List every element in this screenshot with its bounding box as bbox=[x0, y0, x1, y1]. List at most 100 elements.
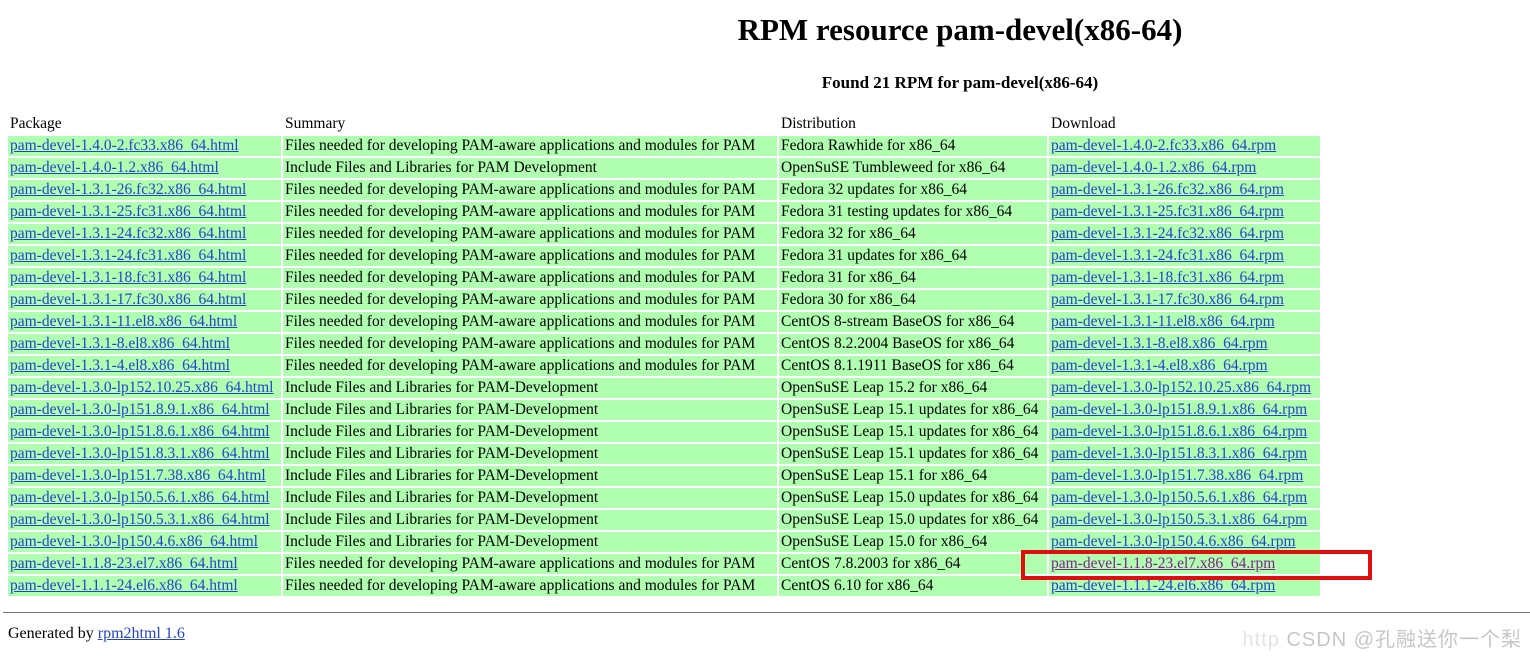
package-cell: pam-devel-1.3.0-lp151.8.9.1.x86_64.html bbox=[8, 400, 281, 420]
rpm-resource-page: RPM resource pam-devel(x86-64) Found 21 … bbox=[0, 12, 1530, 657]
package-link[interactable]: pam-devel-1.3.1-18.fc31.x86_64.html bbox=[10, 269, 247, 286]
package-link[interactable]: pam-devel-1.1.1-24.el6.x86_64.html bbox=[10, 577, 238, 594]
summary-cell: Include Files and Libraries for PAM-Deve… bbox=[283, 532, 777, 552]
distribution-cell: OpenSuSE Leap 15.0 for x86_64 bbox=[779, 532, 1047, 552]
download-link[interactable]: pam-devel-1.3.1-17.fc30.x86_64.rpm bbox=[1051, 291, 1284, 308]
package-cell: pam-devel-1.3.1-18.fc31.x86_64.html bbox=[8, 268, 281, 288]
footer: Generated by rpm2html 1.6 bbox=[8, 625, 1530, 643]
download-cell: pam-devel-1.3.1-24.fc32.x86_64.rpm bbox=[1049, 224, 1320, 244]
download-link[interactable]: pam-devel-1.1.8-23.el7.x86_64.rpm bbox=[1051, 555, 1276, 572]
package-link[interactable]: pam-devel-1.3.1-11.el8.x86_64.html bbox=[10, 313, 238, 330]
download-link[interactable]: pam-devel-1.3.1-18.fc31.x86_64.rpm bbox=[1051, 269, 1284, 286]
package-link[interactable]: pam-devel-1.3.1-24.fc31.x86_64.html bbox=[10, 247, 247, 264]
package-link[interactable]: pam-devel-1.3.1-8.el8.x86_64.html bbox=[10, 335, 230, 352]
download-link[interactable]: pam-devel-1.3.1-8.el8.x86_64.rpm bbox=[1051, 335, 1268, 352]
distribution-cell: OpenSuSE Leap 15.1 updates for x86_64 bbox=[779, 444, 1047, 464]
distribution-cell: OpenSuSE Leap 15.1 updates for x86_64 bbox=[779, 400, 1047, 420]
package-cell: pam-devel-1.3.0-lp150.5.3.1.x86_64.html bbox=[8, 510, 281, 530]
distribution-cell: CentOS 8.2.2004 BaseOS for x86_64 bbox=[779, 334, 1047, 354]
page-title: RPM resource pam-devel(x86-64) bbox=[737, 12, 1183, 47]
package-link[interactable]: pam-devel-1.3.1-17.fc30.x86_64.html bbox=[10, 291, 247, 308]
download-link[interactable]: pam-devel-1.3.0-lp150.5.3.1.x86_64.rpm bbox=[1051, 511, 1308, 528]
download-link[interactable]: pam-devel-1.3.1-11.el8.x86_64.rpm bbox=[1051, 313, 1275, 330]
download-link[interactable]: pam-devel-1.3.1-25.fc31.x86_64.rpm bbox=[1051, 203, 1284, 220]
package-link[interactable]: pam-devel-1.3.0-lp151.8.3.1.x86_64.html bbox=[10, 445, 270, 462]
distribution-cell: OpenSuSE Tumbleweed for x86_64 bbox=[779, 158, 1047, 178]
table-row: pam-devel-1.3.0-lp150.4.6.x86_64.html Inc… bbox=[8, 532, 1320, 552]
package-cell: pam-devel-1.3.1-17.fc30.x86_64.html bbox=[8, 290, 281, 310]
rpm2html-link[interactable]: rpm2html 1.6 bbox=[97, 625, 185, 642]
package-link[interactable]: pam-devel-1.4.0-1.2.x86_64.html bbox=[10, 159, 219, 176]
download-link[interactable]: pam-devel-1.3.0-lp151.8.3.1.x86_64.rpm bbox=[1051, 445, 1308, 462]
download-link[interactable]: pam-devel-1.3.0-lp150.5.6.1.x86_64.rpm bbox=[1051, 489, 1308, 506]
download-cell: pam-devel-1.3.0-lp151.8.3.1.x86_64.rpm bbox=[1049, 444, 1320, 464]
download-cell: pam-devel-1.1.8-23.el7.x86_64.rpm bbox=[1021, 550, 1372, 580]
summary-cell: Files needed for developing PAM-aware ap… bbox=[283, 334, 777, 354]
package-link[interactable]: pam-devel-1.3.0-lp150.4.6.x86_64.html bbox=[10, 533, 258, 550]
package-link[interactable]: pam-devel-1.3.1-4.el8.x86_64.html bbox=[10, 357, 230, 374]
package-cell: pam-devel-1.3.1-25.fc31.x86_64.html bbox=[8, 202, 281, 222]
package-link[interactable]: pam-devel-1.4.0-2.fc33.x86_64.html bbox=[10, 137, 239, 154]
column-header-summary: Summary bbox=[283, 114, 777, 134]
column-header-download: Download bbox=[1049, 114, 1320, 134]
download-link[interactable]: pam-devel-1.3.0-lp151.8.9.1.x86_64.rpm bbox=[1051, 401, 1308, 418]
download-cell: pam-devel-1.3.0-lp150.4.6.x86_64.rpm bbox=[1049, 532, 1320, 552]
download-link[interactable]: pam-devel-1.3.0-lp151.7.38.x86_64.rpm bbox=[1051, 467, 1304, 484]
download-link[interactable]: pam-devel-1.3.1-24.fc32.x86_64.rpm bbox=[1051, 225, 1284, 242]
package-link[interactable]: pam-devel-1.3.0-lp151.8.6.1.x86_64.html bbox=[10, 423, 270, 440]
package-cell: pam-devel-1.3.1-26.fc32.x86_64.html bbox=[8, 180, 281, 200]
distribution-cell: Fedora 31 updates for x86_64 bbox=[779, 246, 1047, 266]
download-link[interactable]: pam-devel-1.1.1-24.el6.x86_64.rpm bbox=[1051, 577, 1276, 594]
distribution-cell: OpenSuSE Leap 15.1 updates for x86_64 bbox=[779, 422, 1047, 442]
summary-cell: Files needed for developing PAM-aware ap… bbox=[283, 202, 777, 222]
package-link[interactable]: pam-devel-1.3.1-26.fc32.x86_64.html bbox=[10, 181, 247, 198]
summary-cell: Files needed for developing PAM-aware ap… bbox=[283, 180, 777, 200]
package-link[interactable]: pam-devel-1.3.0-lp150.5.3.1.x86_64.html bbox=[10, 511, 270, 528]
package-cell: pam-devel-1.3.1-11.el8.x86_64.html bbox=[8, 312, 281, 332]
package-link[interactable]: pam-devel-1.3.0-lp150.5.6.1.x86_64.html bbox=[10, 489, 270, 506]
distribution-cell: Fedora 30 for x86_64 bbox=[779, 290, 1047, 310]
download-cell: pam-devel-1.3.1-17.fc30.x86_64.rpm bbox=[1049, 290, 1320, 310]
distribution-cell: OpenSuSE Leap 15.0 updates for x86_64 bbox=[779, 488, 1047, 508]
download-link[interactable]: pam-devel-1.4.0-1.2.x86_64.rpm bbox=[1051, 159, 1257, 176]
distribution-cell: CentOS 6.10 for x86_64 bbox=[779, 576, 1047, 596]
download-link[interactable]: pam-devel-1.3.1-26.fc32.x86_64.rpm bbox=[1051, 181, 1284, 198]
package-link[interactable]: pam-devel-1.3.1-25.fc31.x86_64.html bbox=[10, 203, 247, 220]
summary-cell: Include Files and Libraries for PAM-Deve… bbox=[283, 466, 777, 486]
package-cell: pam-devel-1.3.1-4.el8.x86_64.html bbox=[8, 356, 281, 376]
distribution-cell: OpenSuSE Leap 15.1 for x86_64 bbox=[779, 466, 1047, 486]
package-link[interactable]: pam-devel-1.3.0-lp152.10.25.x86_64.html bbox=[10, 379, 274, 396]
distribution-cell: CentOS 7.8.2003 for x86_64 bbox=[779, 554, 1047, 574]
table-row: pam-devel-1.3.1-8.el8.x86_64.html Files n… bbox=[8, 334, 1320, 354]
summary-cell: Include Files and Libraries for PAM-Deve… bbox=[283, 444, 777, 464]
download-link[interactable]: pam-devel-1.3.0-lp150.4.6.x86_64.rpm bbox=[1051, 533, 1296, 550]
result-count-subtitle: Found 21 RPM for pam-devel(x86-64) bbox=[821, 73, 1099, 92]
download-link[interactable]: pam-devel-1.4.0-2.fc33.x86_64.rpm bbox=[1051, 137, 1277, 154]
package-cell: pam-devel-1.3.0-lp151.7.38.x86_64.html bbox=[8, 466, 281, 486]
download-link[interactable]: pam-devel-1.3.0-lp152.10.25.x86_64.rpm bbox=[1051, 379, 1312, 396]
download-cell: pam-devel-1.3.1-26.fc32.x86_64.rpm bbox=[1049, 180, 1320, 200]
package-link[interactable]: pam-devel-1.1.8-23.el7.x86_64.html bbox=[10, 555, 238, 572]
package-cell: pam-devel-1.1.1-24.el6.x86_64.html bbox=[8, 576, 281, 596]
download-link[interactable]: pam-devel-1.3.1-24.fc31.x86_64.rpm bbox=[1051, 247, 1284, 264]
summary-cell: Files needed for developing PAM-aware ap… bbox=[283, 554, 777, 574]
distribution-cell: Fedora 32 for x86_64 bbox=[779, 224, 1047, 244]
download-link[interactable]: pam-devel-1.3.0-lp151.8.6.1.x86_64.rpm bbox=[1051, 423, 1308, 440]
package-link[interactable]: pam-devel-1.3.1-24.fc32.x86_64.html bbox=[10, 225, 247, 242]
download-link[interactable]: pam-devel-1.3.1-4.el8.x86_64.rpm bbox=[1051, 357, 1268, 374]
download-cell: pam-devel-1.3.1-11.el8.x86_64.rpm bbox=[1049, 312, 1320, 332]
generated-by-text: Generated by bbox=[8, 625, 98, 642]
package-link[interactable]: pam-devel-1.3.0-lp151.7.38.x86_64.html bbox=[10, 467, 266, 484]
package-link[interactable]: pam-devel-1.3.0-lp151.8.9.1.x86_64.html bbox=[10, 401, 270, 418]
footer-divider bbox=[3, 612, 1530, 613]
download-cell: pam-devel-1.3.1-18.fc31.x86_64.rpm bbox=[1049, 268, 1320, 288]
distribution-cell: Fedora 31 for x86_64 bbox=[779, 268, 1047, 288]
